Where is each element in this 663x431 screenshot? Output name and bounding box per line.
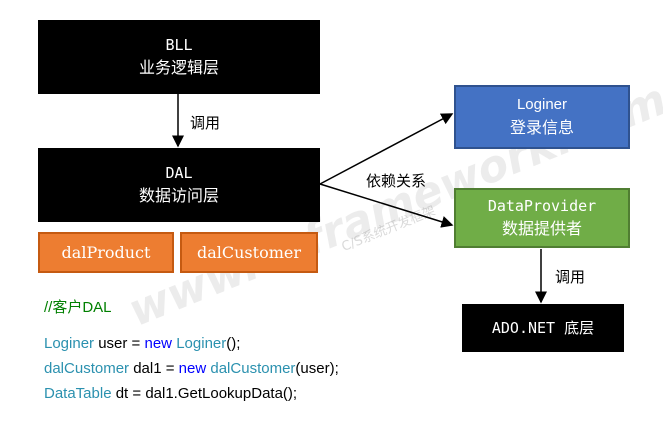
code-line-1: Loginer user = new Loginer(); bbox=[44, 332, 240, 356]
code-text: (); bbox=[226, 335, 241, 352]
loginer-box: Loginer 登录信息 bbox=[454, 85, 630, 149]
code-type: Loginer bbox=[44, 335, 95, 352]
dal-subtitle: 数据访问层 bbox=[138, 186, 219, 205]
code-text: (user); bbox=[295, 360, 339, 377]
call-label-2: 调用 bbox=[555, 268, 586, 286]
code-type: DataTable bbox=[44, 385, 112, 402]
code-type: dalCustomer bbox=[44, 360, 130, 377]
dataprovider-box: DataProvider 数据提供者 bbox=[454, 188, 630, 248]
arrow-dal-to-dataprovider bbox=[319, 183, 454, 228]
dataprovider-title: DataProvider bbox=[487, 197, 597, 215]
bll-subtitle: 业务逻辑层 bbox=[138, 58, 219, 77]
code-text: dt = dal1.GetLookupData(); bbox=[111, 385, 298, 402]
code-text: dal1 = bbox=[129, 360, 179, 377]
dataprovider-subtitle: 数据提供者 bbox=[501, 219, 582, 238]
code-keyword: new bbox=[144, 335, 173, 352]
adonet-label: ADO.NET 底层 bbox=[491, 319, 595, 337]
code-comment: //客户DAL bbox=[44, 299, 112, 316]
code-type: dalCustomer bbox=[210, 360, 296, 377]
dal-product-box: dalProduct bbox=[38, 232, 174, 273]
code-line-2: dalCustomer dal1 = new dalCustomer(user)… bbox=[44, 357, 339, 381]
bll-title: BLL bbox=[165, 36, 193, 54]
code-keyword: new bbox=[178, 360, 207, 377]
bll-box: BLL 业务逻辑层 bbox=[38, 20, 320, 94]
call-label-1: 调用 bbox=[190, 114, 221, 132]
dal-title: DAL bbox=[165, 164, 193, 182]
code-line-3: DataTable dt = dal1.GetLookupData(); bbox=[44, 382, 297, 406]
arrow-dal-to-loginer bbox=[319, 113, 454, 185]
code-text: user = bbox=[94, 335, 145, 352]
dal-customer-box: dalCustomer bbox=[180, 232, 318, 273]
dal-box: DAL 数据访问层 bbox=[38, 148, 320, 222]
loginer-title: Loginer bbox=[516, 96, 568, 113]
loginer-subtitle: 登录信息 bbox=[509, 118, 574, 137]
code-type: Loginer bbox=[176, 335, 227, 352]
dependency-label: 依赖关系 bbox=[366, 172, 427, 190]
adonet-box: ADO.NET 底层 bbox=[462, 304, 624, 352]
